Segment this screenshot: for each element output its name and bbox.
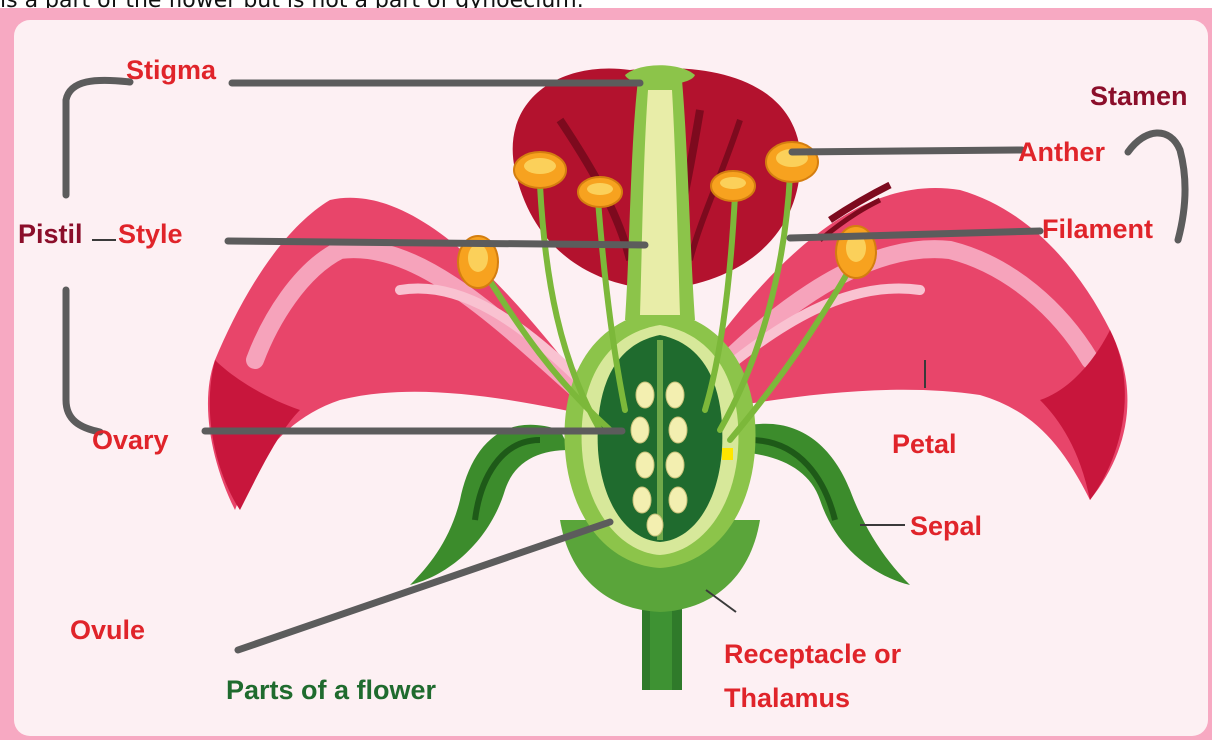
label-ovule: Ovule <box>70 614 145 646</box>
label-style: Style <box>118 218 183 250</box>
label-ovary: Ovary <box>92 424 169 456</box>
label-receptacle-line1: Receptacle or <box>724 638 901 670</box>
label-receptacle-line2: Thalamus <box>724 682 850 714</box>
label-anther: Anther <box>1018 136 1105 168</box>
sepal-right <box>730 424 910 585</box>
label-petal: Petal <box>892 428 957 460</box>
label-stamen: Stamen <box>1090 80 1188 112</box>
yellow-marker <box>722 448 733 460</box>
label-pistil: Pistil <box>18 218 83 250</box>
diagram-title: Parts of a flower <box>226 674 436 706</box>
label-filament: Filament <box>1042 213 1153 245</box>
label-stigma: Stigma <box>126 54 216 86</box>
label-sepal: Sepal <box>910 510 982 542</box>
